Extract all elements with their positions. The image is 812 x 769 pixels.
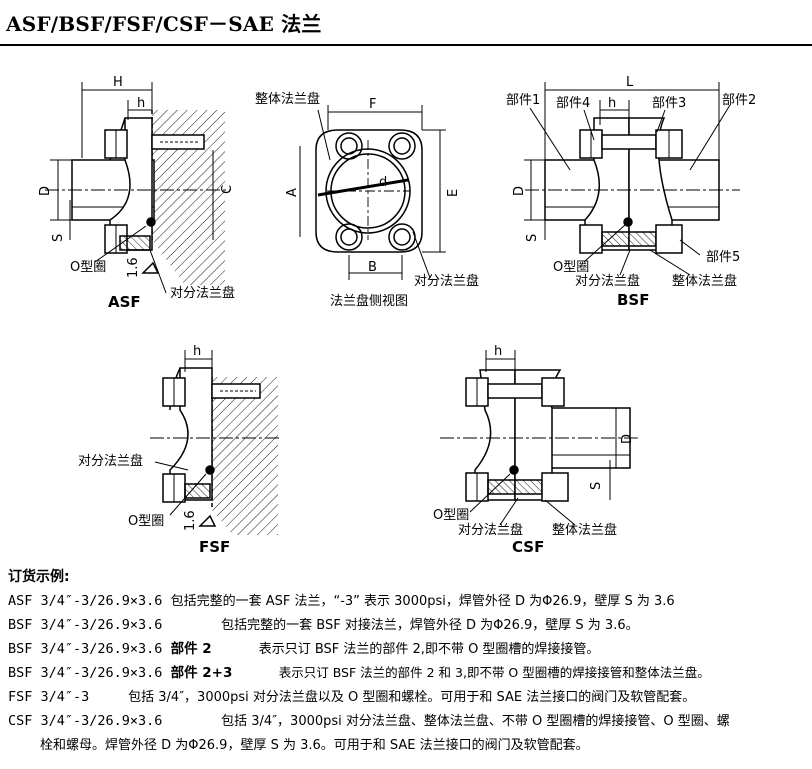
order-part: 部件 2+3 [170,665,233,681]
side-label-whole: 整体法兰盘 [255,91,320,107]
asf-dim-D: D [38,186,53,196]
bsf-label-part3: 部件3 [652,96,686,111]
bsf-drawing [524,82,740,276]
side-view-drawing [299,105,446,280]
side-label-split: 对分法兰盘 [414,273,479,289]
order-row: BSF 3/4″-3/26.9×3.6 部件 2 表示只订 BSF 法兰的部件 … [8,640,599,659]
order-code: ASF 3/4″-3/26.9×3.6 [8,593,163,609]
title-rule [0,44,812,46]
order-row: ASF 3/4″-3/26.9×3.6 包括完整的一套 ASF 法兰，“-3” … [8,592,675,611]
technical-drawings: H h D C S 1.6 O型圈 对分法兰盘 ASF 整体法兰盘 F [38,75,756,556]
order-code: BSF 3/4″-3/26.9×3.6 [8,641,163,657]
order-desc: 包括完整的一套 BSF 对接法兰，焊管外径 D 为Φ26.9，壁厚 S 为 3.… [221,618,639,633]
bsf-label-part4: 部件4 [556,96,590,111]
csf-drawing [440,350,640,526]
order-code: CSF 3/4″-3/26.9×3.6 [8,713,163,729]
order-part: 部件 2 [170,641,212,657]
csf-caption: CSF [512,538,544,556]
bsf-dim-L: L [626,75,634,90]
order-desc: 表示只订 BSF 法兰的部件 2,即不带 O 型圈槽的焊接接管。 [258,642,600,657]
asf-roughness: 1.6 [126,257,141,278]
order-desc: 包括 3/4″，3000psi 对分法兰盘、整体法兰盘、不带 O 型圈槽的焊接接… [221,714,730,729]
bsf-label-part1: 部件1 [506,93,540,108]
side-dim-B: B [368,260,377,275]
fsf-label-split: 对分法兰盘 [78,453,143,469]
csf-dim-S: S [589,482,604,490]
fsf-dim-h: h [193,344,201,359]
side-dim-E: E [446,189,461,197]
order-row-continuation: 栓和螺母。焊管外径 D 为Φ26.9，壁厚 S 为 3.6。可用于和 SAE 法… [40,736,589,755]
csf-dim-h: h [494,344,502,359]
order-code: BSF 3/4″-3/26.9×3.6 [8,617,163,633]
asf-label-split: 对分法兰盘 [170,285,235,301]
asf-dim-S: S [51,234,66,242]
order-desc: 栓和螺母。焊管外径 D 为Φ26.9，壁厚 S 为 3.6。可用于和 SAE 法… [40,738,589,753]
bsf-dim-D: D [512,186,527,196]
order-row: BSF 3/4″-3/26.9×3.6 部件 2+3 表示只订 BSF 法兰的部… [8,664,710,682]
csf-dim-D: D [620,434,635,444]
order-desc: 表示只订 BSF 法兰的部件 2 和 3,即不带 O 型圈槽的焊接接管和整体法兰… [278,665,710,680]
asf-dim-H: H [113,75,123,90]
fsf-label-oring: O型圈 [128,514,164,529]
bsf-label-part5: 部件5 [706,250,740,265]
order-desc: 包括完整的一套 ASF 法兰，“-3” 表示 3000psi，焊管外径 D 为Φ… [170,594,675,609]
fsf-caption: FSF [199,538,230,556]
csf-label-split: 对分法兰盘 [458,522,523,538]
order-code: BSF 3/4″-3/26.9×3.6 [8,665,163,681]
side-caption: 法兰盘侧视图 [330,293,408,309]
side-dim-F: F [369,97,376,112]
side-dim-A: A [285,188,300,197]
asf-label-oring: O型圈 [70,260,106,275]
bsf-dim-S: S [525,234,540,242]
bsf-dim-h: h [608,96,616,111]
order-row: CSF 3/4″-3/26.9×3.6 包括 3/4″，3000psi 对分法兰… [8,712,730,731]
bsf-caption: BSF [617,291,649,309]
bsf-label-part2: 部件2 [722,93,756,108]
asf-dim-C: C [220,185,235,194]
bsf-label-oring: O型圈 [553,260,589,275]
csf-label-whole: 整体法兰盘 [552,522,617,538]
order-heading: 订货示例: [8,569,70,585]
fsf-roughness: 1.6 [183,510,198,531]
page-title: ASF/BSF/FSF/CSF－SAE 法兰 [6,12,322,36]
bsf-label-split: 对分法兰盘 [575,273,640,289]
fsf-drawing [150,350,282,535]
asf-dim-h: h [137,96,145,111]
side-dim-d: d [379,175,387,190]
csf-label-oring: O型圈 [433,508,469,523]
order-desc: 包括 3/4″，3000psi 对分法兰盘以及 O 型圈和螺栓。可用于和 SAE… [128,690,696,705]
order-row: BSF 3/4″-3/26.9×3.6 包括完整的一套 BSF 对接法兰，焊管外… [8,616,639,635]
order-row: FSF 3/4″-3 包括 3/4″，3000psi 对分法兰盘以及 O 型圈和… [8,688,695,707]
order-code: FSF 3/4″-3 [8,689,90,705]
asf-caption: ASF [108,293,141,311]
asf-drawing [45,82,230,294]
bsf-label-whole: 整体法兰盘 [672,273,737,289]
